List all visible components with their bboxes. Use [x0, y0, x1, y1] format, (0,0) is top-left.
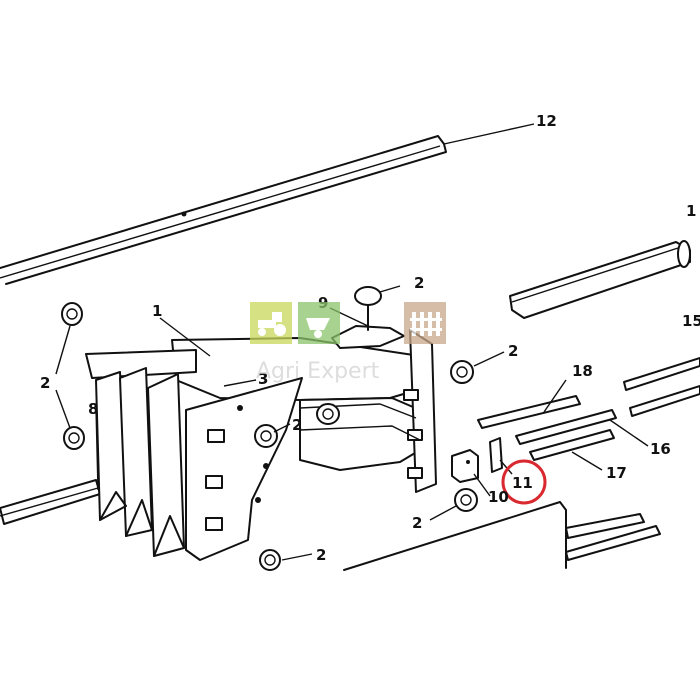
callout-2: 2 [414, 274, 424, 292]
right-rails [623, 357, 700, 417]
bushing [254, 424, 278, 448]
callout-2: 2 [508, 342, 518, 360]
callout-labels: 12 2 9 1 2 3 2 8 2 18 16 17 10 11 2 2 1 … [40, 112, 700, 564]
callout-2: 2 [316, 546, 326, 564]
highlight-circle [501, 459, 547, 505]
callout-16: 16 [650, 440, 671, 458]
strips [477, 395, 617, 461]
callout-17: 17 [606, 464, 627, 482]
bushing [450, 360, 474, 384]
callout-15: 15 [682, 312, 700, 330]
lower-left-bar [0, 479, 101, 525]
front-plate [185, 377, 303, 561]
top-rail [0, 123, 535, 285]
bushing [259, 549, 281, 571]
watermark: Agri Expert [250, 302, 446, 384]
callout-11: 11 [512, 474, 533, 492]
small-brackets [451, 437, 503, 483]
u-bolt-bracket [331, 286, 405, 349]
callout-2: 2 [40, 374, 50, 392]
lower-right-frame [343, 501, 661, 571]
callout-2: 2 [412, 514, 422, 532]
watermark-text: Agri Expert [256, 359, 380, 384]
callout-1: 1 [686, 202, 696, 220]
callout-18: 18 [572, 362, 593, 380]
bushing [454, 488, 478, 512]
right-tube [509, 240, 691, 319]
bushing [63, 426, 85, 450]
bushing [316, 403, 340, 425]
leader-lines [55, 285, 649, 561]
callout-12: 12 [536, 112, 557, 130]
callout-1: 1 [152, 302, 162, 320]
fin-assembly [85, 349, 197, 557]
callout-8: 8 [88, 400, 98, 418]
bushings [61, 302, 478, 571]
callout-3: 3 [258, 370, 268, 388]
bushing [61, 302, 83, 326]
callout-2: 2 [292, 416, 302, 434]
callout-10: 10 [488, 488, 509, 506]
